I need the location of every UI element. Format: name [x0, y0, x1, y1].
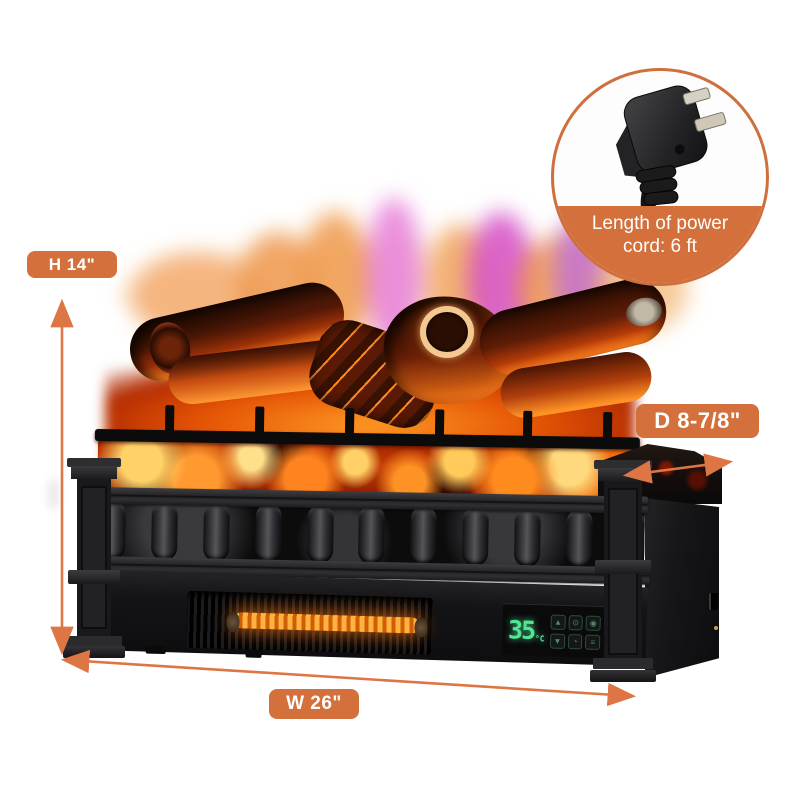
height-label: H 14" — [27, 251, 117, 278]
baluster — [514, 508, 542, 567]
temperature-value: 35 — [507, 615, 535, 646]
power-cord-inset: Length of power cord: 6 ft — [551, 68, 769, 286]
left-post — [63, 458, 125, 658]
baluster — [306, 504, 334, 564]
grate-prong — [164, 405, 175, 433]
side-knob — [709, 593, 718, 610]
baluster — [462, 507, 490, 566]
right-post — [590, 460, 656, 684]
grate-prong — [522, 410, 533, 438]
baluster — [254, 503, 282, 563]
control-panel: 35 °C ▲⊙◉▼◔≡ — [501, 603, 606, 659]
grate-prong — [434, 409, 445, 437]
baluster — [358, 505, 386, 564]
down-button-icon: ▼ — [549, 633, 566, 649]
up-button-icon: ▲ — [550, 614, 566, 630]
cord-note-line2: cord: 6 ft — [623, 235, 697, 257]
baluster — [565, 509, 593, 568]
background-glare — [47, 477, 60, 511]
grate-prong — [344, 407, 355, 436]
width-label: W 26" — [269, 689, 359, 719]
temperature-unit: °C — [534, 633, 545, 643]
front-panel: 35 °C ▲⊙◉▼◔≡ — [93, 571, 648, 667]
cord-note-line1: Length of power — [591, 213, 729, 234]
timer-button-icon: ◔ — [567, 633, 583, 649]
foot — [245, 649, 262, 658]
button-grid: ▲⊙◉▼◔≡ — [549, 614, 601, 650]
led-display: 35 °C — [506, 611, 547, 650]
foot — [145, 645, 166, 655]
depth-label: D 8-7/8" — [636, 404, 759, 438]
power-plug-icon — [615, 85, 727, 231]
baluster — [410, 506, 438, 565]
grate-prong — [602, 411, 613, 440]
thermometer-button-icon: ⊙ — [568, 614, 584, 630]
baluster — [150, 501, 178, 561]
side-screw — [714, 626, 718, 630]
baluster — [202, 502, 230, 562]
grate-prong — [254, 406, 265, 434]
side-panel — [645, 498, 719, 678]
log-knot — [420, 306, 474, 358]
cord-note: Length of power cord: 6 ft — [554, 206, 766, 283]
